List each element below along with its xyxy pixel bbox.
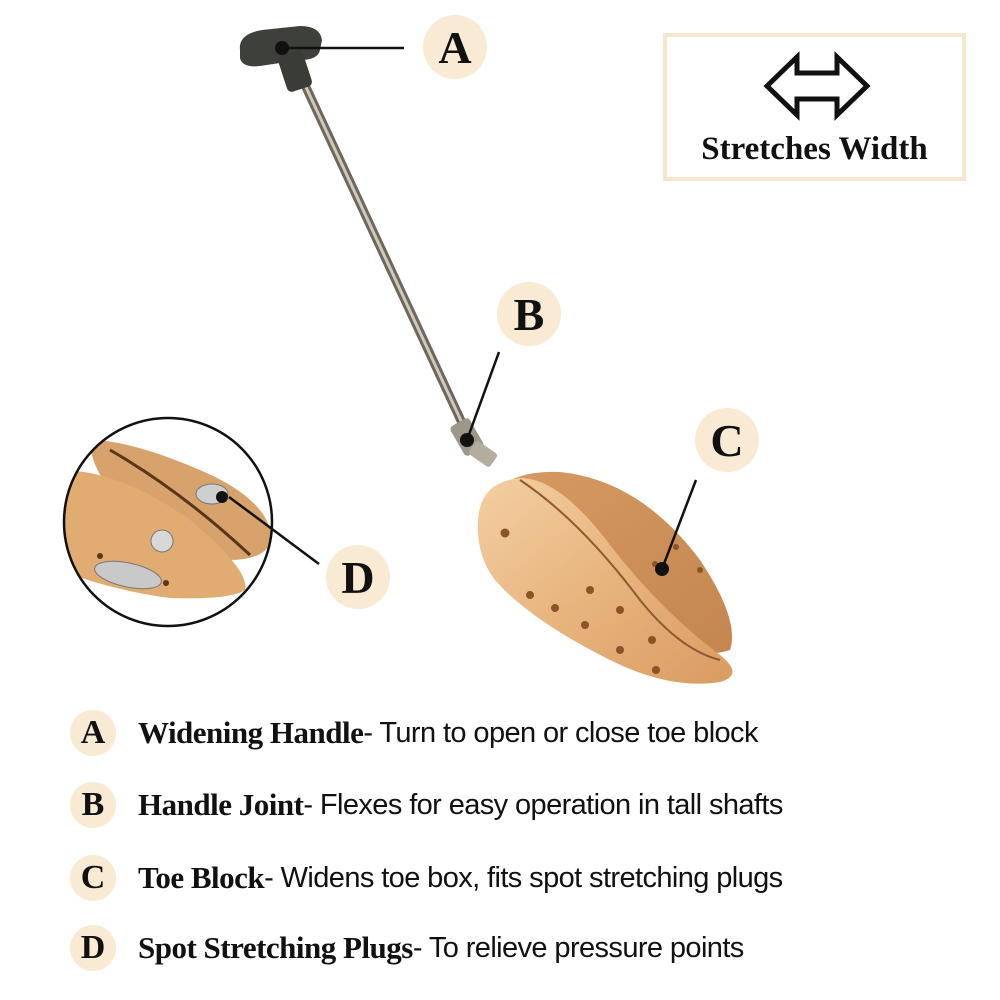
legend-desc: - Flexes for easy operation in tall shaf…	[303, 788, 783, 821]
legend-term: Handle Joint	[138, 787, 304, 822]
legend-item-d: D Spot Stretching Plugs - To relieve pre…	[70, 923, 744, 973]
legend-desc: - Widens toe box, fits spot stretching p…	[264, 861, 783, 894]
plugs-inset	[62, 416, 274, 628]
toe-block	[477, 471, 733, 684]
stretches-width-label: Stretches Width	[701, 131, 928, 167]
handle-rod	[293, 65, 475, 445]
callout-c-badge: C	[695, 408, 759, 472]
double-arrow-horizontal-icon	[763, 51, 871, 121]
stretches-width-box: Stretches Width	[663, 33, 966, 181]
legend-badge: B	[70, 782, 116, 828]
legend-desc: - Turn to open or close toe block	[363, 716, 758, 749]
legend-badge: D	[70, 925, 116, 971]
legend-term: Toe Block	[138, 860, 265, 895]
legend-term: Widening Handle	[138, 715, 364, 750]
legend-item-b: B Handle Joint - Flexes for easy operati…	[70, 780, 783, 830]
callout-a-badge: A	[423, 15, 487, 79]
ventilation-holes	[500, 528, 703, 674]
callout-b-badge: B	[497, 282, 561, 346]
legend-item-c: C Toe Block - Widens toe box, fits spot …	[70, 853, 783, 903]
legend-badge: C	[70, 855, 116, 901]
legend-term: Spot Stretching Plugs	[138, 930, 413, 965]
callout-d-badge: D	[326, 545, 390, 609]
legend-badge: A	[70, 710, 116, 756]
legend-item-a: A Widening Handle - Turn to open or clos…	[70, 708, 758, 758]
leader-lines	[228, 46, 698, 570]
callout-dots	[216, 41, 669, 576]
legend-desc: - To relieve pressure points	[412, 931, 744, 964]
shoe-stretcher-illustration	[62, 26, 733, 684]
widening-handle	[239, 26, 322, 92]
